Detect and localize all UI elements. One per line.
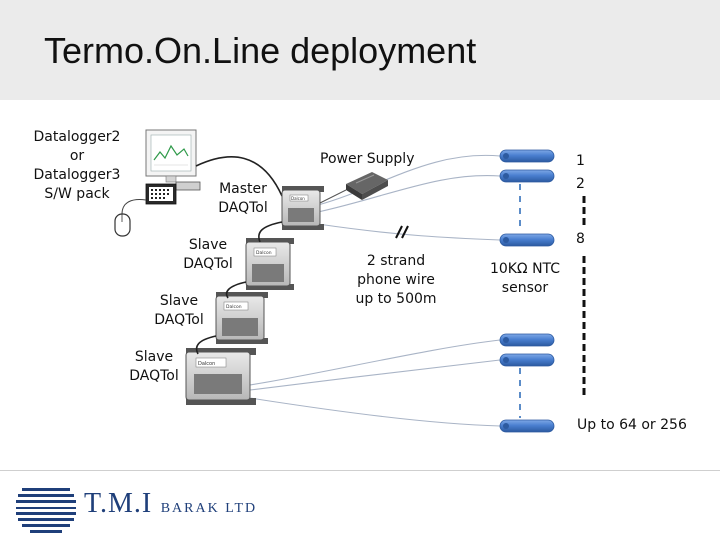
sensor-number-1: 1 (576, 153, 585, 169)
ntc-sensor-probe-8 (499, 233, 555, 247)
wire-label-line: phone wire (357, 272, 435, 288)
ntc-sensor-probe-2 (499, 169, 555, 183)
footer-divider (0, 470, 720, 471)
device-badge: Dalcon (226, 304, 242, 310)
software-label-line: Datalogger2 (33, 129, 121, 145)
software-label: Datalogger2 or Datalogger3 S/W pack (22, 128, 132, 204)
slave-label-line: DAQTol (154, 312, 204, 328)
daisy-chain-cables (195, 221, 283, 355)
phone-wires (249, 154, 501, 427)
wire-label-line: 2 strand (366, 253, 426, 269)
slave-label-1: Slave DAQTol (172, 236, 244, 274)
ntc-sensor-probe-1 (499, 149, 555, 163)
slave-label-line: DAQTol (183, 256, 233, 272)
device-badge: Dalcon (291, 196, 305, 201)
master-label-line: Master (219, 181, 267, 197)
ntc-sensor-probe-b (499, 353, 555, 367)
software-label-line: S/W pack (44, 186, 110, 202)
wire-label-line: up to 500m (355, 291, 437, 307)
slave-label-2: Slave DAQTol (143, 292, 215, 330)
computer-icon (145, 129, 201, 191)
power-supply-label: Power Supply (320, 151, 415, 167)
device-badge: Dalcon (256, 250, 272, 256)
master-daqtol-device: Dalcon (281, 186, 324, 230)
sensor-count-label: Up to 64 or 256 (577, 417, 687, 433)
keyboard-icon (145, 183, 177, 205)
slave-label-3: Slave DAQTol (118, 348, 190, 386)
slave-daqtol-device-2: Dalcon (215, 292, 268, 344)
ntc-sensor-probe-a (499, 333, 555, 347)
sensor-label-line: 10KΩ NTC (489, 261, 561, 277)
sensor-label: 10KΩ NTC sensor (480, 260, 570, 298)
master-label-line: DAQTol (218, 200, 268, 216)
device-badge: Dalcon (198, 361, 215, 367)
slave-label-line: Slave (159, 293, 199, 309)
mouse-icon (114, 199, 147, 237)
master-label: Master DAQTol (208, 180, 278, 218)
slave-label-line: Slave (188, 237, 228, 253)
logo-name-secondary: BARAK LTD (160, 501, 258, 516)
sensor-number-8: 8 (576, 231, 585, 247)
software-label-line: or (69, 148, 85, 164)
sensor-label-line: sensor (501, 280, 549, 296)
wire-label: 2 strand phone wire up to 500m (344, 252, 448, 309)
sensor-number-2: 2 (576, 176, 585, 192)
wire-break-icon (395, 225, 409, 239)
usb-cable (195, 156, 283, 197)
slave-label-line: Slave (134, 349, 174, 365)
company-logo (14, 488, 80, 533)
title-bar: Termo.On.Line deployment (0, 0, 720, 100)
software-label-line: Datalogger3 (33, 167, 121, 183)
slave-label-line: DAQTol (129, 368, 179, 384)
ntc-sensor-probe-c (499, 419, 555, 433)
slave-daqtol-device-3: Dalcon (185, 348, 256, 405)
slave-daqtol-device-1: Dalcon (245, 238, 294, 290)
logo-globe-icon (16, 488, 76, 533)
slide-title: Termo.On.Line deployment (44, 30, 477, 71)
logo-name-primary: T.M.I (84, 488, 153, 519)
logo-name: T.M.I BARAK LTD (84, 488, 257, 520)
power-supply-icon (317, 172, 388, 205)
